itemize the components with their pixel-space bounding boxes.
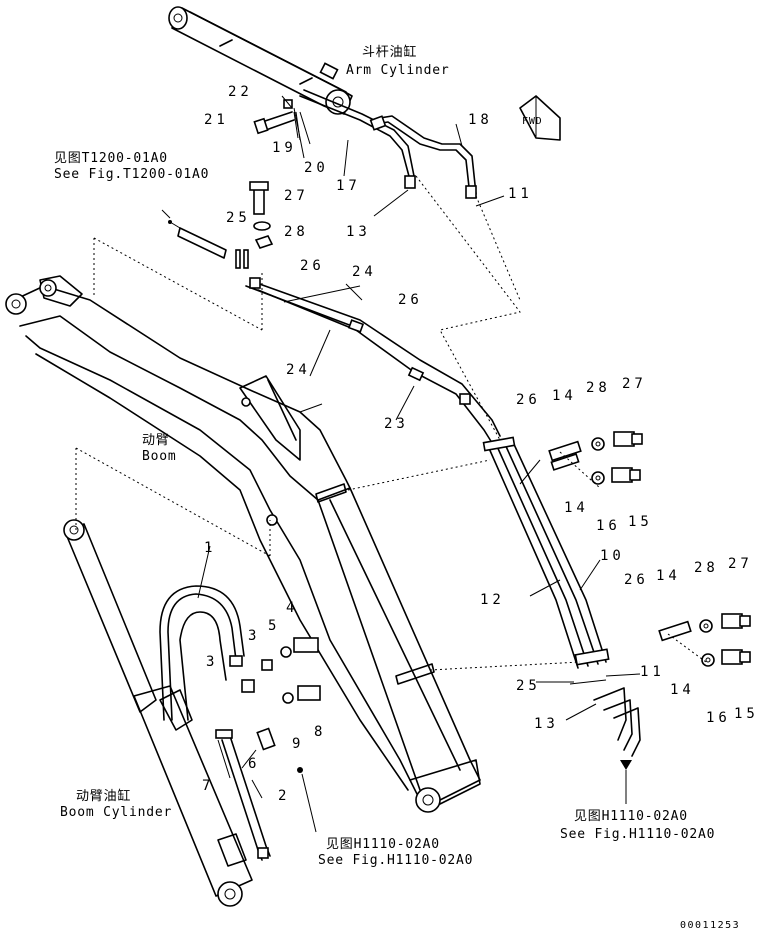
callout-7: 7 [202,778,214,794]
plate-set-lower-right [569,679,641,804]
callout-20: 20 [304,160,329,176]
callout-19: 19 [272,140,297,156]
ref-h1110-mid-en: See Fig.H1110-02A0 [318,853,473,868]
callout-9: 9 [292,736,304,752]
callout-1: 1 [204,540,216,556]
boom-label-cn: 动臂 [142,433,170,448]
callout-18: 18 [468,112,493,128]
arm-fittings [253,99,311,145]
boom-cyl-bolts [261,637,321,704]
callout-28-top: 28 [284,224,309,240]
callout-22: 22 [228,84,253,100]
document-number: 00011253 [680,920,740,931]
callout-23: 23 [384,416,409,432]
callout-6: 6 [248,756,260,772]
callout-14-lower-a: 14 [656,568,681,584]
callout-26-top: 26 [300,258,325,274]
boom-cylinder-label-cn: 动臂油缸 [76,788,131,804]
boom [5,275,481,813]
labels: 斗杆油缸 Arm Cylinder 见图T1200-01A0 See Fig.T… [54,44,740,931]
callout-4: 4 [286,600,298,616]
callout-26-lower: 26 [624,572,649,588]
callout-13-top: 13 [346,224,371,240]
callout-15-lower: 15 [734,706,758,722]
callout-27-right: 27 [622,376,647,392]
boom-cylinder [63,519,253,907]
callout-12: 12 [480,592,505,608]
callout-5: 5 [268,618,280,634]
clamp-set-upper [168,181,274,269]
arm-cylinder-label-cn: 斗杆油缸 [362,44,417,60]
ref-h1110-right-cn: 见图H1110-02A0 [574,809,688,824]
clamp-set-right-upper [548,431,643,485]
callout-numbers: 22 21 19 20 17 18 11 13 27 25 28 26 24 2… [202,84,758,804]
callout-15-right: 15 [628,514,653,530]
boom-pipes-23-24 [245,277,501,447]
callout-21: 21 [204,112,229,128]
callout-25-top: 25 [226,210,251,226]
callout-10: 10 [600,548,625,564]
fwd-indicator: FWD [519,95,561,141]
callout-14-lower-b: 14 [670,682,695,698]
callout-17: 17 [336,178,361,194]
callout-16-lower: 16 [706,710,731,726]
callout-8: 8 [314,724,326,740]
callout-26-right: 26 [516,392,541,408]
reference-dashed-lines [75,175,707,671]
boom-label-en: Boom [142,449,177,464]
callout-25-lower: 25 [516,678,541,694]
boom-cylinder-label-en: Boom Cylinder [60,805,172,820]
ref-h1110-right-en: See Fig.H1110-02A0 [560,827,715,842]
leader-lines [161,95,641,833]
callout-3-a: 3 [248,628,260,644]
fwd-label: FWD [522,116,542,127]
callout-3-b: 3 [206,654,218,670]
callout-14-right-b: 14 [564,500,589,516]
callout-24-top: 24 [352,264,377,280]
callout-2: 2 [278,788,290,804]
callout-26-pipe: 26 [398,292,423,308]
callout-27-lower: 27 [728,556,753,572]
arm-cylinder-label-en: Arm Cylinder [346,63,450,78]
callout-28-lower: 28 [694,560,719,576]
callout-13-lower: 13 [534,716,559,732]
callout-16-right: 16 [596,518,621,534]
callout-24-mid: 24 [286,362,311,378]
callout-11-top: 11 [508,186,533,202]
callout-14-right-a: 14 [552,388,577,404]
arm-hoses-17-18 [299,89,477,199]
ref-t1200-cn: 见图T1200-01A0 [54,151,168,166]
clamp-set-right-lower [658,613,751,667]
callout-27-top: 27 [284,188,309,204]
ref-h1110-mid-cn: 见图H1110-02A0 [326,837,440,852]
callout-11-lower: 11 [640,664,665,680]
ref-t1200-en: See Fig.T1200-01A0 [54,167,209,182]
boom-cyl-hoses-1-2 [159,585,303,861]
boom-hoses-10-12 [482,436,610,669]
arm-cylinder [168,6,353,115]
callout-28-right: 28 [586,380,611,396]
